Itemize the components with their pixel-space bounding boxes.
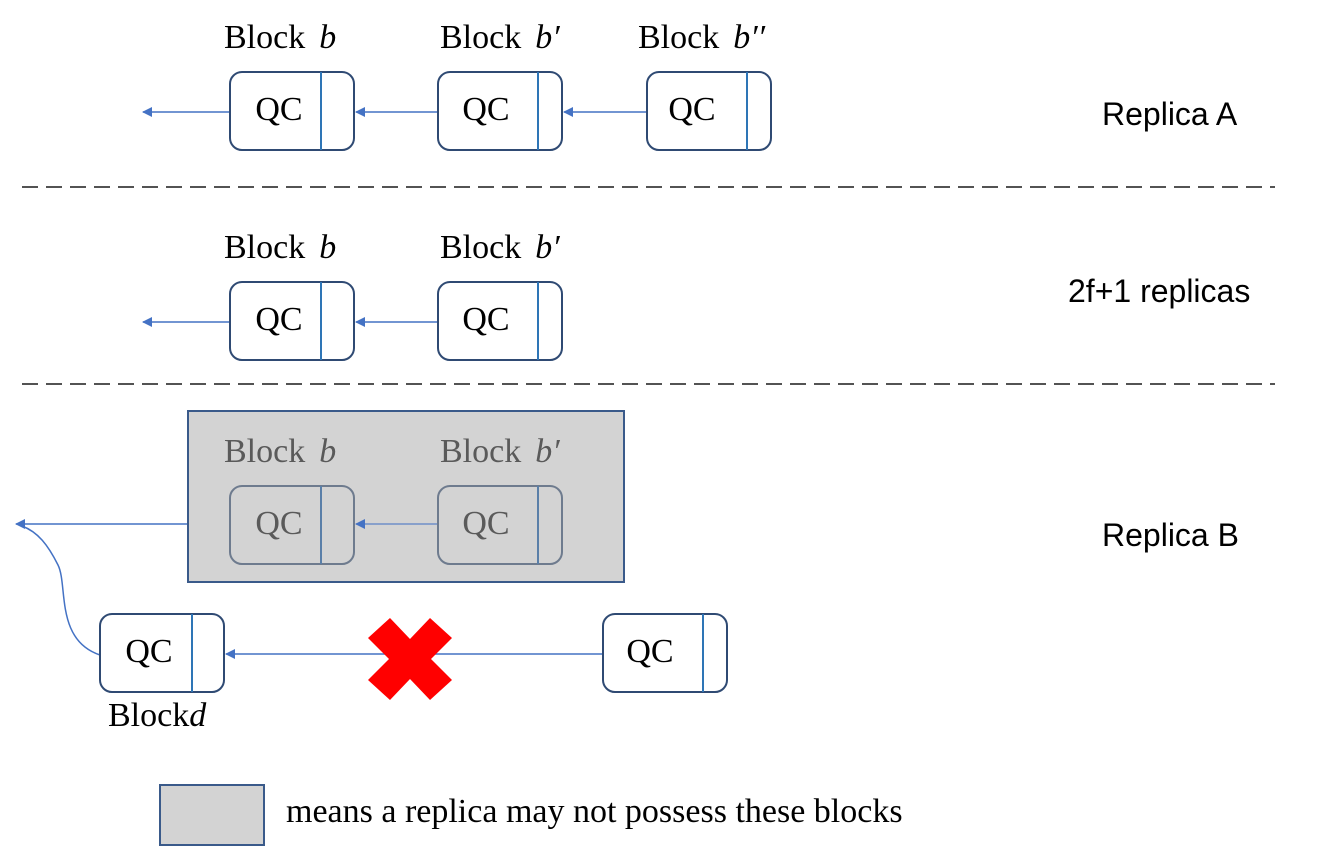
block-d: QC bbox=[99, 613, 225, 693]
qc-label: QC bbox=[462, 505, 509, 542]
row-label-replica-a: Replica A bbox=[1102, 96, 1238, 132]
curved-arrow-d-to-parent bbox=[21, 525, 101, 656]
block-b-faded: QC bbox=[229, 485, 355, 565]
qc-label: QC bbox=[462, 301, 509, 338]
qc-label: QC bbox=[462, 91, 509, 128]
block-b-majority: QC bbox=[229, 281, 355, 361]
legend: means a replica may not possess these bl… bbox=[159, 784, 903, 846]
legend-text: means a replica may not possess these bl… bbox=[286, 793, 903, 830]
block-d-label: Blockd bbox=[108, 697, 207, 734]
qc-label: QC bbox=[255, 301, 302, 338]
red-x-cross-icon bbox=[368, 618, 452, 700]
qc-label: QC bbox=[125, 633, 172, 670]
block-b-prime-majority: QC bbox=[437, 281, 563, 361]
block-new-b: QC bbox=[602, 613, 728, 693]
row-label-majority: 2f+1 replicas bbox=[1068, 273, 1250, 309]
qc-label: QC bbox=[626, 633, 673, 670]
qc-label: QC bbox=[668, 91, 715, 128]
block-b-prime-faded: QC bbox=[437, 485, 563, 565]
qc-label: QC bbox=[255, 91, 302, 128]
row-label-replica-b: Replica B bbox=[1102, 517, 1239, 553]
block-b-a: QC bbox=[229, 71, 355, 151]
block-b-prime-a: QC bbox=[437, 71, 563, 151]
qc-label: QC bbox=[255, 505, 302, 542]
legend-swatch bbox=[159, 784, 265, 846]
block-b-double-prime-a: QC bbox=[646, 71, 772, 151]
